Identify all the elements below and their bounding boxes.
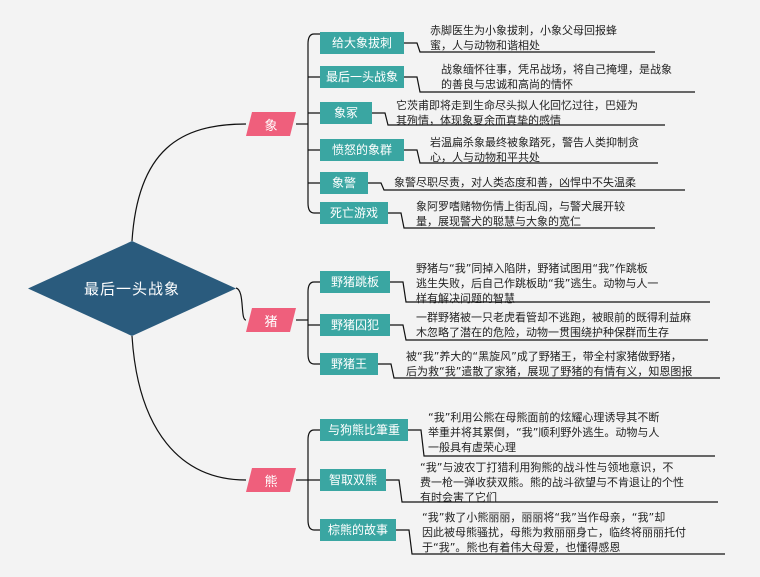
description-p3: 被“我”养大的“黑旋风”成了野猪王，带全村家猪做野猪， 后为救“我”遣散了家猪，… — [406, 349, 692, 379]
connector-pig-stubs — [308, 281, 320, 365]
description-line: 量，展现警犬的聪慧与大象的宽仁 — [416, 215, 581, 228]
description-line: 岩温扁杀象最终被象踏死，警告人类抑制贪 — [430, 136, 639, 149]
description-line: 野猪与“我”同掉入陷阱，野猪试图用“我”作跳板 — [416, 262, 648, 275]
description-line: 举重并将其累倒，“我”顺利野外逃生。动物与人 — [428, 426, 660, 439]
connector-root-pig — [235, 287, 247, 321]
underline-p2 — [390, 324, 708, 341]
subtopic-e3[interactable]: 象冢 — [320, 102, 372, 124]
description-e5: 象警尽职尽责，对人类态度和善，凶悍中不失温柔 — [394, 175, 636, 190]
category-pig[interactable]: 猪 — [246, 308, 296, 332]
subtopic-e5[interactable]: 象警 — [320, 172, 368, 194]
description-e4: 岩温扁杀象最终被象踏死，警告人类抑制贪 心，人与动物和平共处 — [430, 135, 639, 165]
description-p1: 野猪与“我”同掉入陷阱，野猪试图用“我”作跳板 逃生失败，后自己作跳板助“我”逃… — [416, 261, 658, 306]
connector-root-bear — [131, 335, 247, 481]
description-line: 心，人与动物和平共处 — [430, 151, 540, 164]
description-b2: “我”与波农丁打猎利用狗熊的战斗性与领地意识，不 费一枪一弹收获双熊。熊的战斗欲… — [420, 460, 684, 505]
description-b3: “我”救了小熊丽丽，丽丽将“我”当作母亲，“我”却 因此被母熊骚扰，母熊为救丽丽… — [422, 510, 686, 555]
description-line: 蜜，人与动物和谐相处 — [430, 39, 540, 52]
description-line: 费一枪一弹收获双熊。熊的战斗欲望与不肯退让的个性 — [420, 476, 684, 489]
subtopic-p2[interactable]: 野猪囚犯 — [320, 314, 390, 336]
underline-e1 — [404, 42, 655, 53]
category-label: 象 — [264, 118, 278, 134]
description-line: 后为救“我”遣散了家猪，展现了野猪的有情有义，知恩图报 — [406, 365, 693, 378]
connector-elephant-branch — [307, 33, 315, 214]
subtopic-b1[interactable]: 与狗熊比筆重 — [320, 419, 408, 441]
category-bear[interactable]: 熊 — [246, 468, 296, 492]
description-e6: 象阿罗嗜赌物伤情上街乱闯，与警犬展开较 量，展现警犬的聪慧与大象的宽仁 — [416, 199, 625, 229]
description-e3: 它茨甫即将走到生命尽头拟人化回忆过往，巴娅为 其殉情，体现象夏余而真挚的感情 — [396, 98, 638, 128]
description-line: 战象缅怀往事，凭吊战场，将自己掩埋，是战象 — [441, 63, 672, 76]
subtopic-e2[interactable]: 最后一头战象 — [320, 66, 404, 88]
connector-root-elephant — [131, 123, 247, 242]
category-label: 猪 — [264, 314, 278, 330]
description-line: 象警尽职尽责，对人类态度和善，凶悍中不失温柔 — [394, 176, 636, 189]
description-line: 的善良与忠诚和高尚的情怀 — [441, 78, 573, 91]
description-b1: “我”利用公熊在母熊面前的炫耀心理诱导其不断 举重并将其累倒，“我”顺利野外逃生… — [428, 410, 659, 455]
description-e2: 战象缅怀往事，凭吊战场，将自己掩埋，是战象 的善良与忠诚和高尚的情怀 — [441, 62, 672, 92]
subtopic-p1[interactable]: 野猪跳板 — [320, 271, 390, 293]
category-shape — [246, 468, 296, 492]
description-line: 它茨甫即将走到生命尽头拟人化回忆过往，巴娅为 — [396, 99, 638, 112]
category-shape — [246, 308, 296, 332]
description-line: 有时会害了它们 — [420, 491, 497, 504]
connector-elephant-stubs — [308, 33, 320, 214]
underline-b2 — [386, 479, 718, 503]
description-line: 逃生失败，后自己作跳板助“我”逃生。动物与人一 — [416, 277, 659, 290]
description-line: 一般具有虚荣心理 — [428, 441, 516, 454]
category-elephant[interactable]: 象 — [246, 112, 296, 136]
description-line: “我”利用公熊在母熊面前的炫耀心理诱导其不断 — [428, 411, 660, 424]
connector-pig-branch — [307, 281, 315, 365]
description-line: “我”与波农丁打猎利用狗熊的战斗性与领地意识，不 — [420, 461, 674, 474]
underline-e2 — [404, 76, 695, 93]
underline-b3 — [396, 529, 725, 555]
subtopic-p3[interactable]: 野猪王 — [320, 353, 378, 375]
connector-bear-stubs — [308, 429, 320, 531]
description-line: 于“我”。熊也有着伟大母爱，也懂得感恩 — [422, 541, 621, 554]
root-title: 最后一头战象 — [83, 280, 180, 298]
description-line: “我”救了小熊丽丽，丽丽将“我”当作母亲，“我”却 — [422, 511, 666, 524]
root-diamond-shape — [28, 241, 236, 336]
underline-e3 — [372, 112, 665, 126]
description-line: 象阿罗嗜赌物伤情上街乱闯，与警犬展开较 — [416, 200, 625, 213]
underline-p1 — [390, 281, 710, 303]
root-node[interactable]: 最后一头战象 — [28, 241, 236, 336]
subtopic-b3[interactable]: 棕熊的故事 — [320, 519, 396, 541]
subtopic-e6[interactable]: 死亡游戏 — [320, 202, 388, 224]
description-line: 被“我”养大的“黑旋风”成了野猪王，带全村家猪做野猪， — [406, 350, 682, 363]
underline-b1 — [408, 429, 715, 457]
description-e1: 赤脚医生为小象拔刺，小象父母回报蜂 蜜，人与动物和谐相处 — [430, 23, 617, 53]
description-line: 样有解决问题的智慧 — [416, 292, 515, 305]
underline-p3 — [378, 363, 720, 379]
underline-e5 — [368, 182, 685, 191]
underline-e4 — [404, 149, 658, 164]
description-p2: 一群野猪被一只老虎看管却不逃跑，被眼前的既得利益麻 木忽略了潜在的危险，动物一贯… — [416, 310, 691, 340]
category-shape — [246, 112, 296, 136]
subtopic-e1[interactable]: 给大象拔刺 — [320, 32, 404, 54]
description-line: 一群野猪被一只老虎看管却不逃跑，被眼前的既得利益麻 — [416, 311, 691, 324]
underline-e6 — [388, 212, 655, 229]
subtopic-e4[interactable]: 愤怒的象群 — [320, 139, 404, 161]
description-line: 赤脚医生为小象拔刺，小象父母回报蜂 — [430, 24, 617, 37]
description-line: 木忽略了潜在的危险，动物一贯围绕护种保群而生存 — [416, 326, 669, 339]
description-line: 其殉情，体现象夏余而真挚的感情 — [396, 114, 561, 127]
category-label: 熊 — [264, 474, 278, 490]
description-line: 因此被母熊骚扰，母熊为救丽丽身亡，临终将丽丽托付 — [422, 526, 686, 539]
subtopic-b2[interactable]: 智取双熊 — [320, 469, 386, 491]
